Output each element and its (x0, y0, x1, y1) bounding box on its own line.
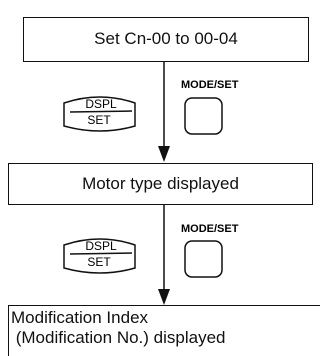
dspl-set-key-2[interactable]: DSPL SET (63, 238, 136, 274)
mode-set-button-2-label: MODE/SET (181, 223, 239, 235)
step-box-1: Set Cn-00 to 00-04 (23, 17, 309, 62)
step-3-label-line-1: Modification Index (11, 308, 149, 327)
mode-set-button-1-label: MODE/SET (181, 79, 239, 91)
flow-arrow-2 (158, 205, 170, 305)
step-3-label-line-2: (Modification No.) displayed (11, 328, 226, 347)
mode-set-button-2[interactable]: MODE/SET (181, 223, 239, 278)
dspl-set-key-2-bottom-label: SET (87, 255, 111, 269)
step-2-label: Motor type displayed (82, 174, 239, 193)
dspl-set-key-1-bottom-label: SET (87, 113, 111, 127)
step-1-label: Set Cn-00 to 00-04 (94, 29, 238, 48)
dspl-set-key-1[interactable]: DSPL SET (63, 96, 136, 132)
dspl-set-key-1-top-label: DSPL (85, 97, 117, 111)
flow-arrow-1 (158, 62, 170, 162)
step-box-2: Motor type displayed (8, 163, 313, 205)
step-box-3: Modification Index (Modification No.) di… (8, 305, 320, 356)
dspl-set-key-2-top-label: DSPL (85, 239, 117, 253)
mode-set-button-1[interactable]: MODE/SET (181, 79, 239, 135)
